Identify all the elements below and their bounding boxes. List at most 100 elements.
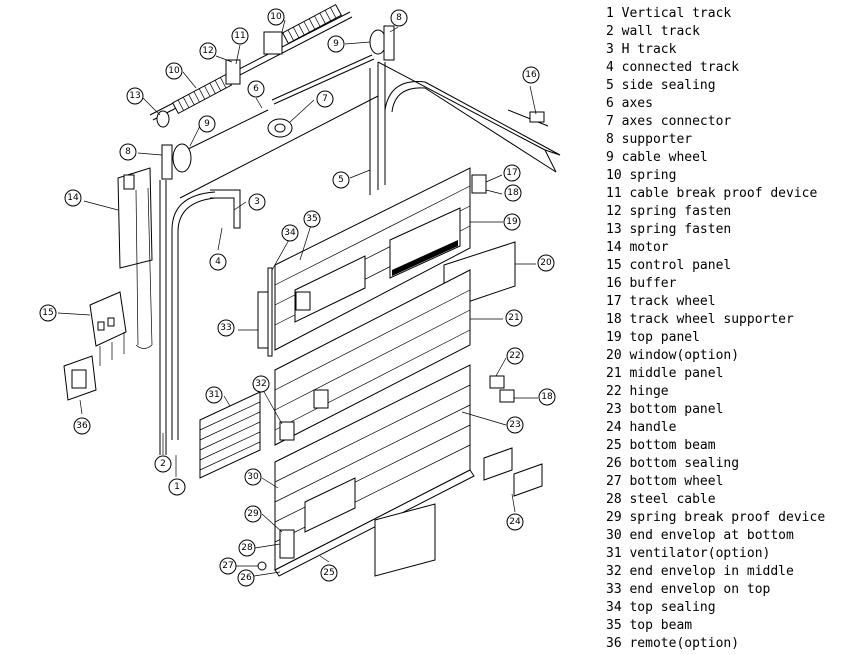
legend-item: 4 connected track — [606, 60, 740, 75]
callout-number: 19 — [506, 217, 518, 227]
callout-number: 8 — [125, 147, 131, 157]
callout-number: 33 — [220, 323, 231, 333]
callout-33: 33 — [217, 319, 235, 337]
callout-35: 35 — [303, 210, 321, 228]
callout-23: 23 — [506, 416, 524, 434]
callout-9: 9 — [327, 35, 345, 53]
callout-number: 12 — [202, 46, 213, 56]
callout-number: 31 — [208, 390, 219, 400]
callout-circle — [316, 90, 334, 108]
callout-circle — [281, 224, 299, 242]
callout-number: 20 — [540, 258, 552, 268]
callout-number: 1 — [174, 482, 180, 492]
callout-13: 13 — [126, 87, 144, 105]
callout-circle — [506, 513, 524, 531]
callout-number: 36 — [76, 421, 88, 431]
legend-item: 20 window(option) — [606, 348, 740, 363]
callout-32: 32 — [252, 375, 270, 393]
callout-7: 7 — [316, 90, 334, 108]
callout-circle — [64, 189, 82, 207]
legend-item: 24 handle — [606, 420, 677, 435]
callout-circle — [205, 386, 223, 404]
leader-lines — [57, 19, 538, 577]
legend-item: 9 cable wheel — [606, 150, 708, 165]
callout-number: 18 — [507, 188, 519, 198]
legend-item: 6 axes — [606, 96, 653, 111]
callout-6: 6 — [247, 80, 265, 98]
legend-item: 14 motor — [606, 240, 669, 255]
callout-26: 26 — [237, 569, 255, 587]
callout-circle — [244, 468, 262, 486]
callout-12: 12 — [199, 42, 217, 60]
callout-15: 15 — [39, 304, 57, 322]
callout-19: 19 — [503, 213, 521, 231]
legend-item: 29 spring break proof device — [606, 510, 826, 525]
callout-circle — [238, 539, 256, 557]
callout-18: 18 — [504, 184, 522, 202]
spring-shaft-assembly — [149, 3, 395, 180]
callout-circle — [503, 164, 521, 182]
legend-item: 12 spring fasten — [606, 204, 732, 219]
callout-27: 27 — [219, 557, 237, 575]
callout-36: 36 — [73, 417, 91, 435]
callout-number: 23 — [509, 420, 520, 430]
legend-item: 22 hinge — [606, 384, 669, 399]
callout-circle — [126, 87, 144, 105]
callout-circle — [219, 557, 237, 575]
legend-item: 26 bottom sealing — [606, 456, 740, 471]
callout-34: 34 — [281, 224, 299, 242]
legend-item: 30 end envelop at bottom — [606, 528, 794, 543]
legend-item: 3 H track — [606, 42, 677, 57]
callout-circle — [537, 254, 555, 272]
callout-31: 31 — [205, 386, 223, 404]
callout-number: 17 — [506, 168, 517, 178]
callout-number: 6 — [253, 84, 259, 94]
legend-item: 5 side sealing — [606, 78, 716, 93]
callout-20: 20 — [537, 254, 555, 272]
callout-number: 13 — [129, 91, 140, 101]
callout-number: 35 — [306, 214, 317, 224]
callout-circle — [231, 27, 249, 45]
callout-circle — [247, 80, 265, 98]
callout-number: 25 — [323, 568, 334, 578]
callout-number: 11 — [234, 31, 245, 41]
legend-item: 31 ventilator(option) — [606, 546, 771, 561]
callout-5: 5 — [332, 171, 350, 189]
motor-and-controls — [63, 167, 153, 401]
parts-legend: 1 Vertical track 2 wall track 3 H track 4 c… — [606, 5, 846, 653]
legend-item: 34 top sealing — [606, 600, 716, 615]
callout-number: 9 — [333, 39, 339, 49]
callout-number: 9 — [204, 119, 210, 129]
legend-item: 17 track wheel — [606, 294, 716, 309]
legend-item: 10 spring — [606, 168, 677, 183]
callout-circle — [165, 62, 183, 80]
callout-4: 4 — [209, 253, 227, 271]
callout-number: 16 — [525, 70, 537, 80]
callout-circle — [504, 184, 522, 202]
callout-circle — [73, 417, 91, 435]
legend-item: 13 spring fasten — [606, 222, 732, 237]
callout-14: 14 — [64, 189, 82, 207]
callout-circle — [168, 478, 186, 496]
callout-24: 24 — [506, 513, 524, 531]
callout-number: 30 — [247, 472, 259, 482]
callout-circle — [199, 42, 217, 60]
callout-circle — [506, 416, 524, 434]
track-system — [159, 61, 561, 455]
callout-circle — [503, 213, 521, 231]
callout-3: 3 — [248, 193, 266, 211]
legend-item: 18 track wheel supporter — [606, 312, 794, 327]
exploded-door-diagram: 1089121110136798165314417183534192015332… — [39, 3, 561, 587]
legend-item: 25 bottom beam — [606, 438, 716, 453]
callout-10: 10 — [267, 8, 285, 26]
callout-25: 25 — [320, 564, 338, 582]
legend-item: 23 bottom panel — [606, 402, 724, 417]
callout-number: 14 — [67, 193, 79, 203]
callout-number: 4 — [215, 257, 221, 267]
legend-item: 2 wall track — [606, 24, 700, 39]
legend-item: 32 end envelop in middle — [606, 564, 794, 579]
legend-item: 15 control panel — [606, 258, 732, 273]
legend-item: 11 cable break proof device — [606, 186, 818, 201]
legend-item: 1 Vertical track — [606, 6, 732, 21]
callout-number: 24 — [509, 517, 521, 527]
